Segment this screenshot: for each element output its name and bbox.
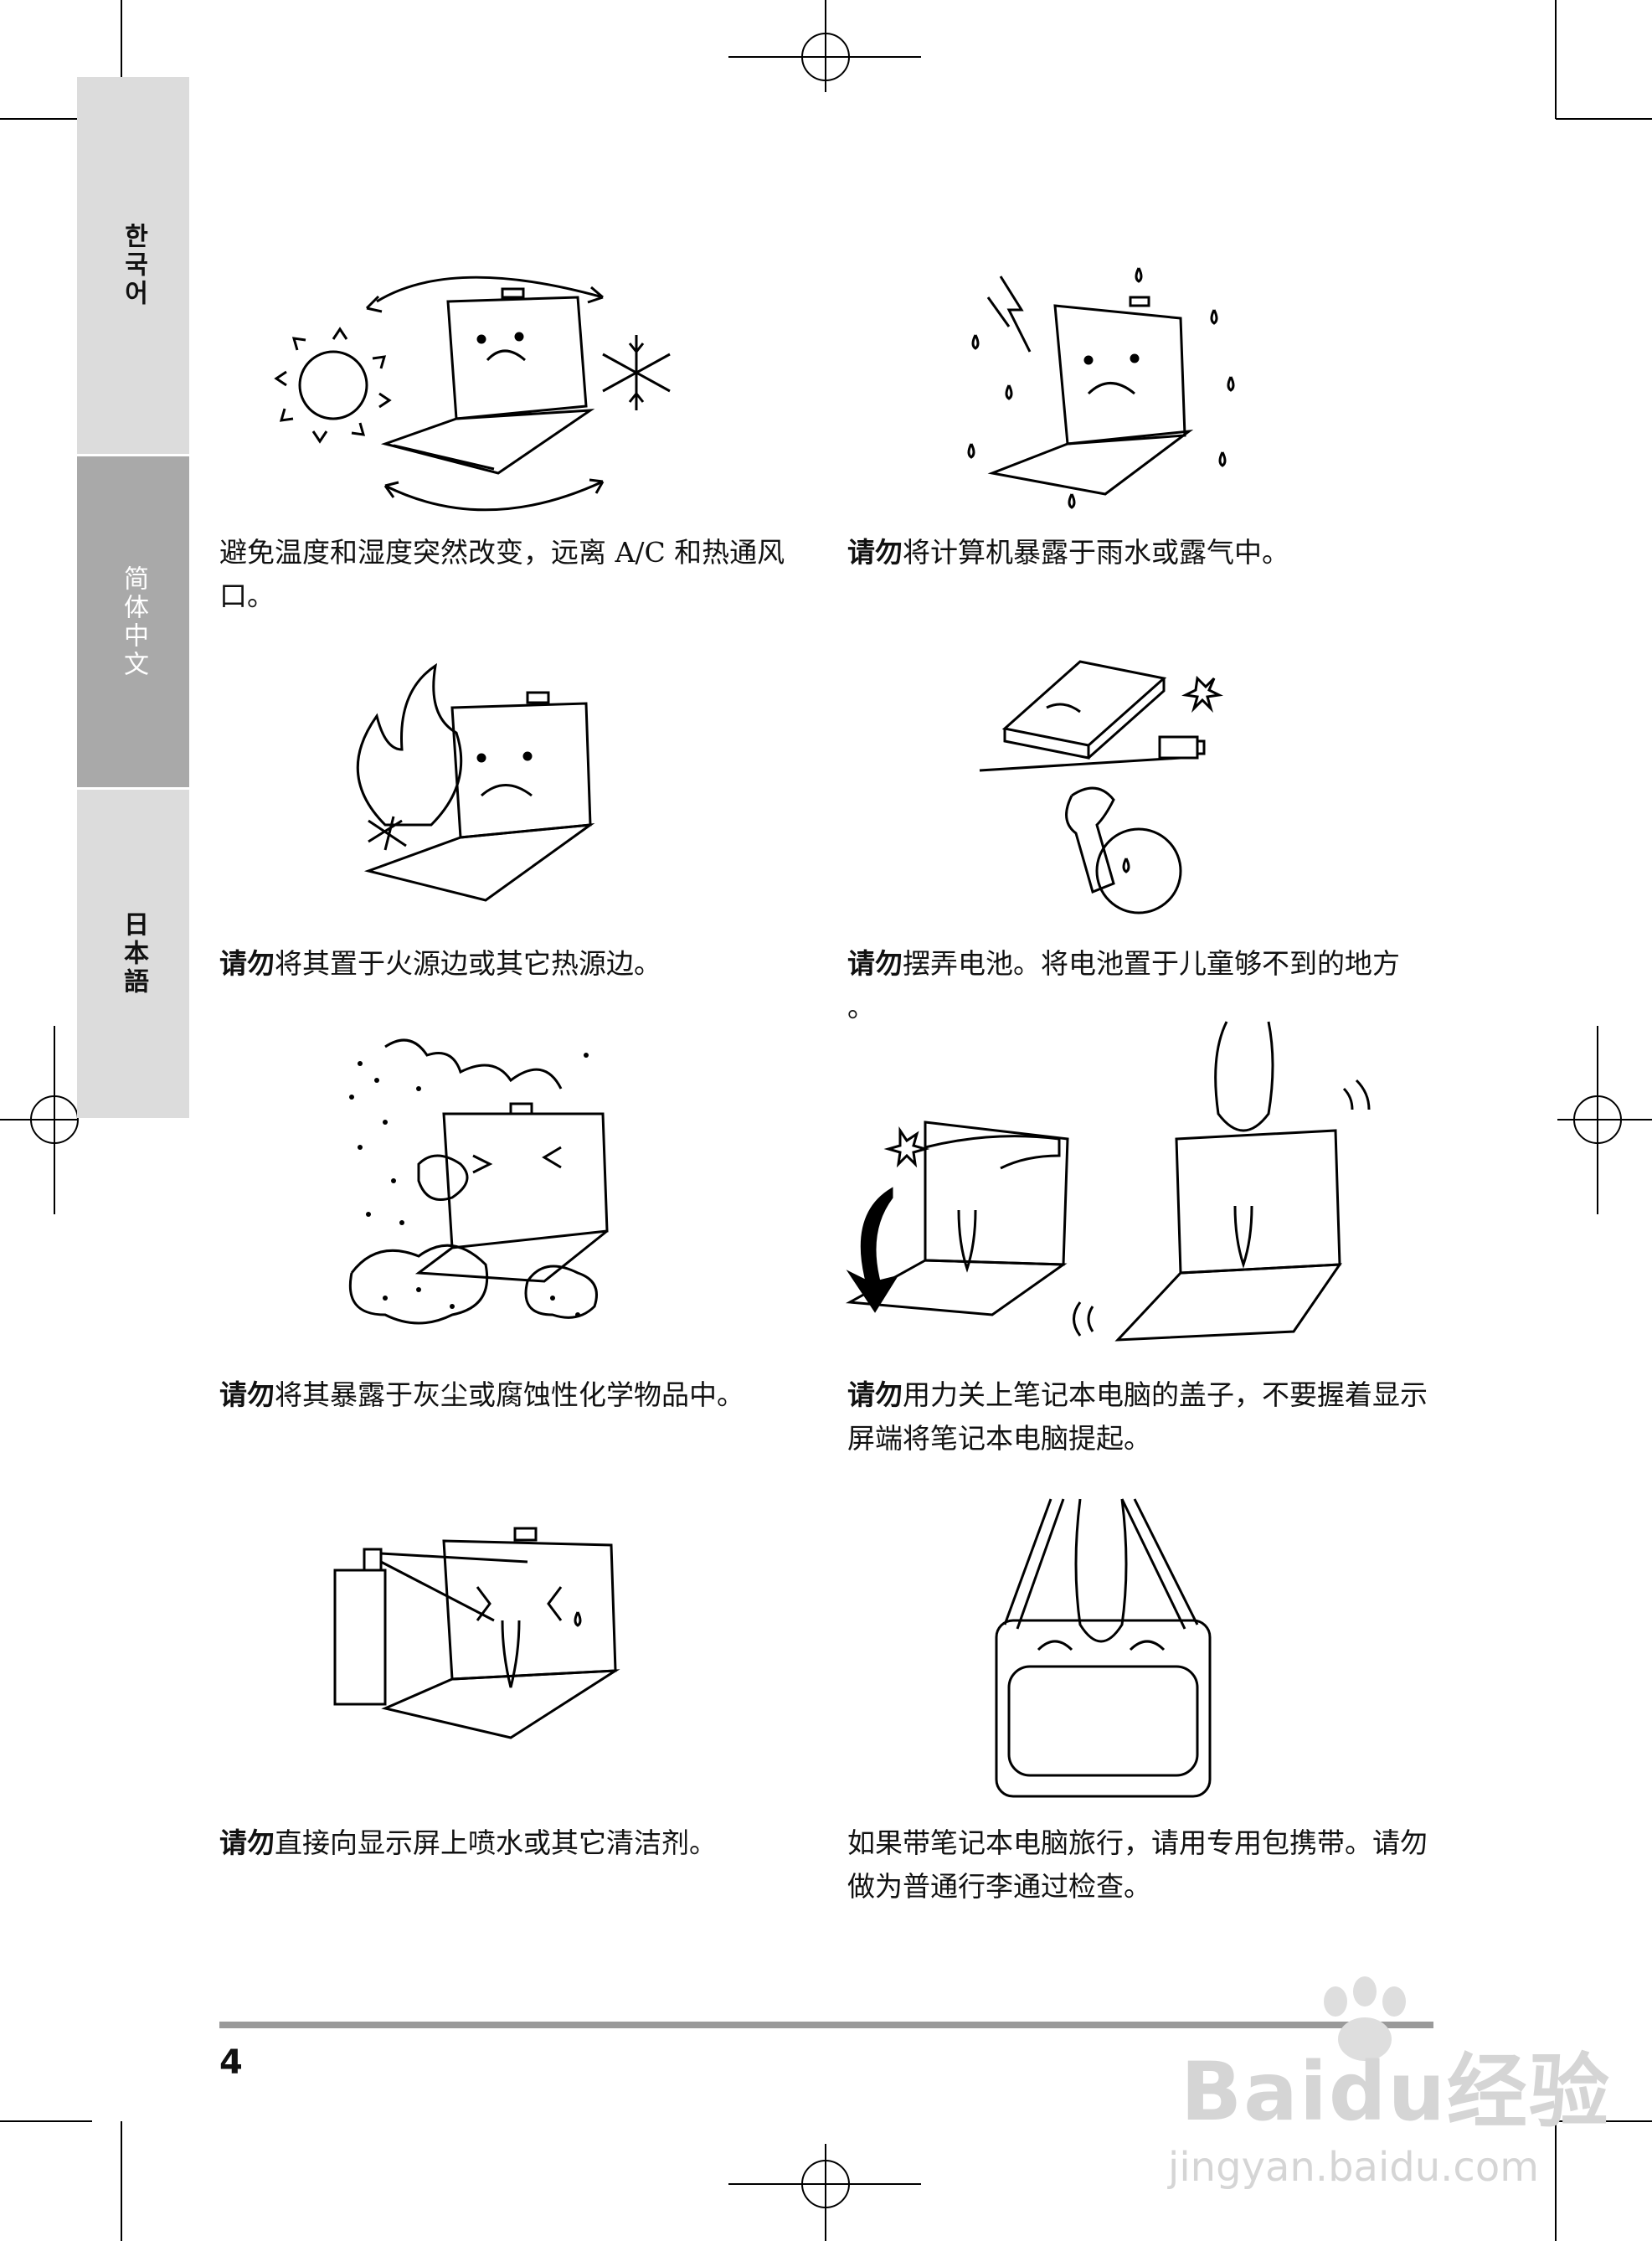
caption-bag: 如果带笔记本电脑旅行，请用专用包携带。请勿做为普通行李通过检查。 [847,1826,1428,1903]
caption-spray: 请勿直接向显示屏上喷水或其它清洁剂。 [219,1826,717,1859]
illustration-fire [335,657,620,917]
tab-korean[interactable]: 한국어 [77,77,189,454]
caption-dust: 请勿将其暴露于灰尘或腐蚀性化学物品中。 [219,1378,744,1411]
illustration-temperature [268,260,703,512]
caption-battery: 请勿摆弄电池。将电池置于儿童够不到的地方 。 [847,947,1400,1023]
page-number: 4 [219,2043,243,2082]
illustration-lid [841,1021,1377,1348]
tab-korean-label: 한국어 [119,223,148,308]
caption-fire: 请勿将其置于火源边或其它热源边。 [219,947,661,980]
tab-chinese-label: 简体中文 [119,564,148,679]
illustration-rain [963,260,1264,528]
caption-lid: 请勿用力关上笔记本电脑的盖子，不要握着显示屏端将笔记本电脑提起。 [847,1378,1428,1455]
caption-rain: 请勿将计算机暴露于雨水或露气中。 [847,536,1289,569]
illustration-bag [988,1498,1222,1801]
watermark-brand: Baidu经验 [1181,2045,1611,2139]
illustration-spray [327,1527,628,1780]
tab-japanese-label: 日本語 [119,911,148,997]
footer-rule [219,2022,1433,2028]
illustration-dust [335,1030,628,1340]
watermark-url: jingyan.baidu.com [1168,2144,1539,2191]
tab-chinese[interactable]: 简体中文 [77,456,189,787]
paw-logo [1324,1976,1406,2061]
illustration-battery [971,645,1256,921]
tab-japanese[interactable]: 日本語 [77,790,189,1118]
caption-temperature: 避免温度和湿度突然改变，远离 A/C 和热通风口。 [219,536,785,612]
